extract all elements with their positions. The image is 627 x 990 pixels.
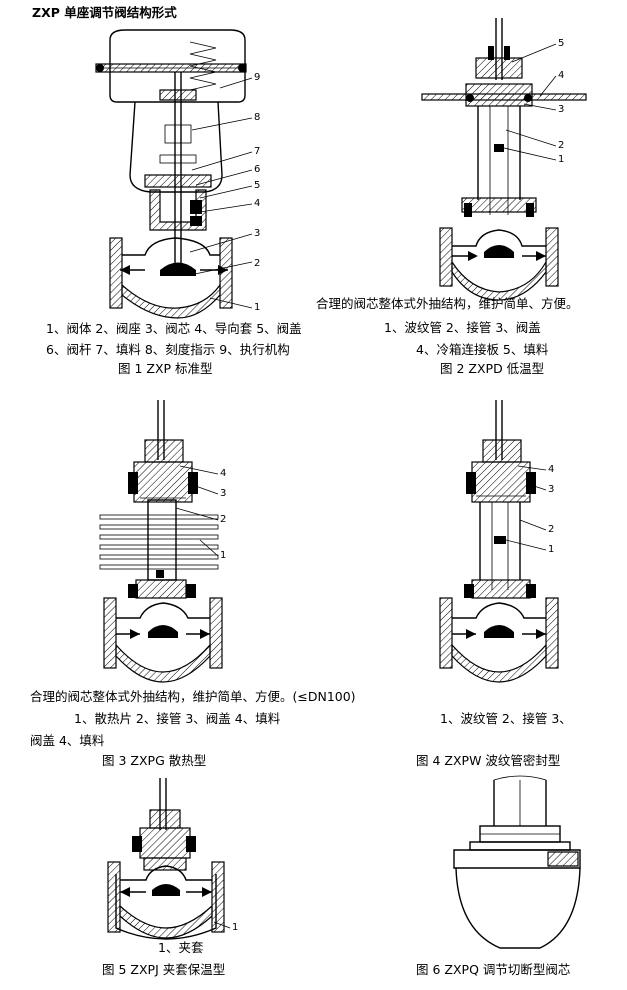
- fig2-callout: 4: [558, 70, 564, 81]
- fig3-parts-line1: 1、散热片 2、接管 3、阀盖 4、填料: [74, 711, 281, 726]
- fig4-parts-line2: 阀盖 4、填料: [30, 733, 105, 748]
- fig3-callout: 2: [220, 514, 226, 525]
- page-title: ZXP 单座调节阀结构形式: [32, 5, 177, 20]
- fig5-parts-line1: 1、夹套: [158, 940, 204, 955]
- fig1-drawing: 9 8 7 6 5 4 3 2 1: [95, 29, 260, 319]
- fig1-callout: 9: [254, 72, 260, 83]
- fig4-callout: 4: [548, 464, 554, 475]
- fig2-callout: 1: [558, 154, 564, 165]
- fig2-caption: 图 2 ZXPD 低温型: [440, 361, 545, 376]
- fig5-caption: 图 5 ZXPJ 夹套保温型: [102, 962, 226, 977]
- fig2-note: 合理的阀芯整体式外抽结构，维护简单、方便。: [316, 296, 579, 311]
- fig1-callout: 5: [254, 180, 260, 191]
- fig1-parts-line2: 6、阀杆 7、填料 8、刻度指示 9、执行机构: [46, 342, 290, 357]
- fig4-parts-line1: 1、波纹管 2、接管 3、: [440, 711, 572, 726]
- fig6-caption: 图 6 ZXPQ 调节切断型阀芯: [416, 962, 571, 977]
- fig3-callout: 4: [220, 468, 226, 479]
- fig4-caption: 图 4 ZXPW 波纹管密封型: [416, 753, 561, 768]
- fig1-parts-line1: 1、阀体 2、阀座 3、阀芯 4、导向套 5、阀盖: [46, 321, 302, 336]
- fig6-drawing: [453, 775, 581, 949]
- fig4-callout: 3: [548, 484, 554, 495]
- fig3-note: 合理的阀芯整体式外抽结构，维护简单、方便。(≤DN100): [30, 689, 356, 704]
- fig1-caption: 图 1 ZXP 标准型: [118, 361, 213, 376]
- fig2-callout: 2: [558, 140, 564, 151]
- fig2-parts-line1: 1、波纹管 2、接管 3、阀盖: [384, 320, 541, 335]
- fig1-callout: 2: [254, 258, 260, 269]
- fig1-callout: 4: [254, 198, 260, 209]
- fig1-callout: 7: [254, 146, 260, 157]
- fig4-drawing: 4 3 2 1: [439, 400, 559, 683]
- fig4-callout: 2: [548, 524, 554, 535]
- fig2-parts-line2: 4、冷箱连接板 5、填料: [416, 342, 549, 357]
- fig1-callout: 6: [254, 164, 260, 175]
- fig3-callout: 1: [220, 550, 226, 561]
- fig5-drawing: 1: [107, 778, 238, 940]
- fig5-callout: 1: [232, 922, 238, 933]
- fig4-callout: 1: [548, 544, 554, 555]
- fig2-callout: 3: [558, 104, 564, 115]
- fig3-fins: [99, 514, 219, 570]
- fig2-callout: 5: [558, 38, 564, 49]
- fig1-callout: 8: [254, 112, 260, 123]
- fig3-caption: 图 3 ZXPG 散热型: [102, 753, 207, 768]
- fig3-drawing: 4 3 2 1: [99, 400, 226, 683]
- fig1-callout: 1: [254, 302, 260, 313]
- fig3-callout: 3: [220, 488, 226, 499]
- fig2-drawing: 5 4 3 2 1: [421, 18, 587, 301]
- fig1-callout: 3: [254, 228, 260, 239]
